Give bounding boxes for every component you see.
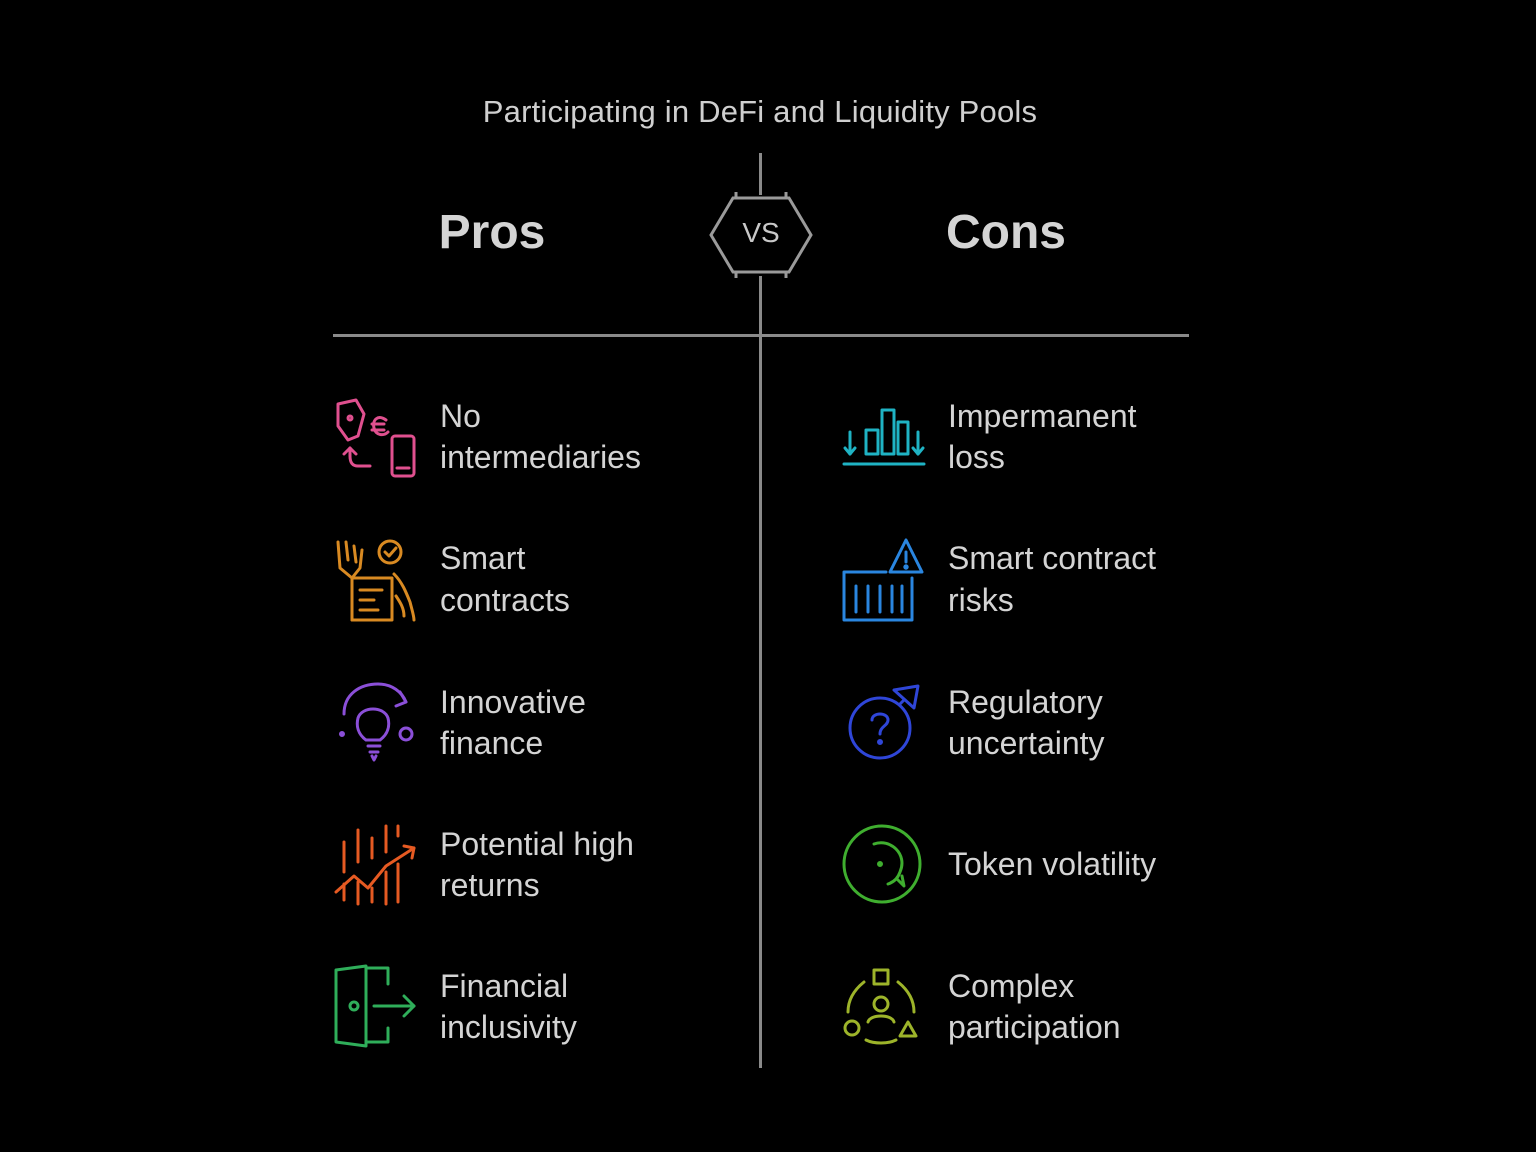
rotating-circle-icon bbox=[842, 824, 922, 904]
cons-heading: Cons bbox=[946, 206, 1066, 259]
vs-label: VS bbox=[742, 217, 780, 248]
con-label-line1: Regulatory bbox=[948, 684, 1103, 720]
con-label-line1: Smart contract bbox=[948, 540, 1157, 576]
pro-label-line1: Financial bbox=[440, 968, 569, 1004]
pro-label-line1: Potential high bbox=[440, 826, 634, 862]
con-label-line2: participation bbox=[948, 1009, 1121, 1045]
con-label-line1: Impermanent bbox=[948, 398, 1137, 434]
contract-handshake-icon bbox=[336, 539, 416, 622]
pro-label-line1: Smart bbox=[440, 540, 526, 576]
header-divider bbox=[333, 334, 1189, 337]
warning-barrier-icon bbox=[842, 538, 924, 622]
declining-bars-icon bbox=[842, 408, 926, 466]
pro-label-line2: contracts bbox=[440, 582, 570, 618]
door-enter-icon bbox=[334, 964, 416, 1048]
shapes-person-icon bbox=[843, 968, 918, 1045]
pro-label-line1: Innovative bbox=[440, 684, 586, 720]
pro-label-line2: finance bbox=[440, 725, 544, 761]
currency-exchange-icon bbox=[336, 398, 416, 478]
con-label-line1: Complex bbox=[948, 968, 1075, 1004]
center-divider bbox=[759, 276, 762, 1068]
diagram-title: Participating in DeFi and Liquidity Pool… bbox=[482, 94, 1038, 129]
pro-label-line1: No bbox=[440, 398, 481, 434]
con-label-line2: risks bbox=[948, 582, 1014, 618]
con-label-line2: uncertainty bbox=[948, 725, 1105, 761]
pro-label-line2: intermediaries bbox=[440, 439, 641, 475]
growth-chart-icon bbox=[334, 824, 416, 906]
pros-heading: Pros bbox=[438, 206, 546, 259]
center-divider-top bbox=[759, 153, 762, 195]
pro-label-line2: returns bbox=[440, 867, 540, 903]
question-compass-icon bbox=[848, 684, 920, 760]
con-label-line2: loss bbox=[948, 439, 1005, 475]
lightbulb-idea-icon bbox=[339, 682, 414, 762]
vs-badge-icon bbox=[709, 192, 813, 278]
con-label-line1: Token volatility bbox=[948, 846, 1157, 882]
pro-label-line2: inclusivity bbox=[440, 1009, 577, 1045]
